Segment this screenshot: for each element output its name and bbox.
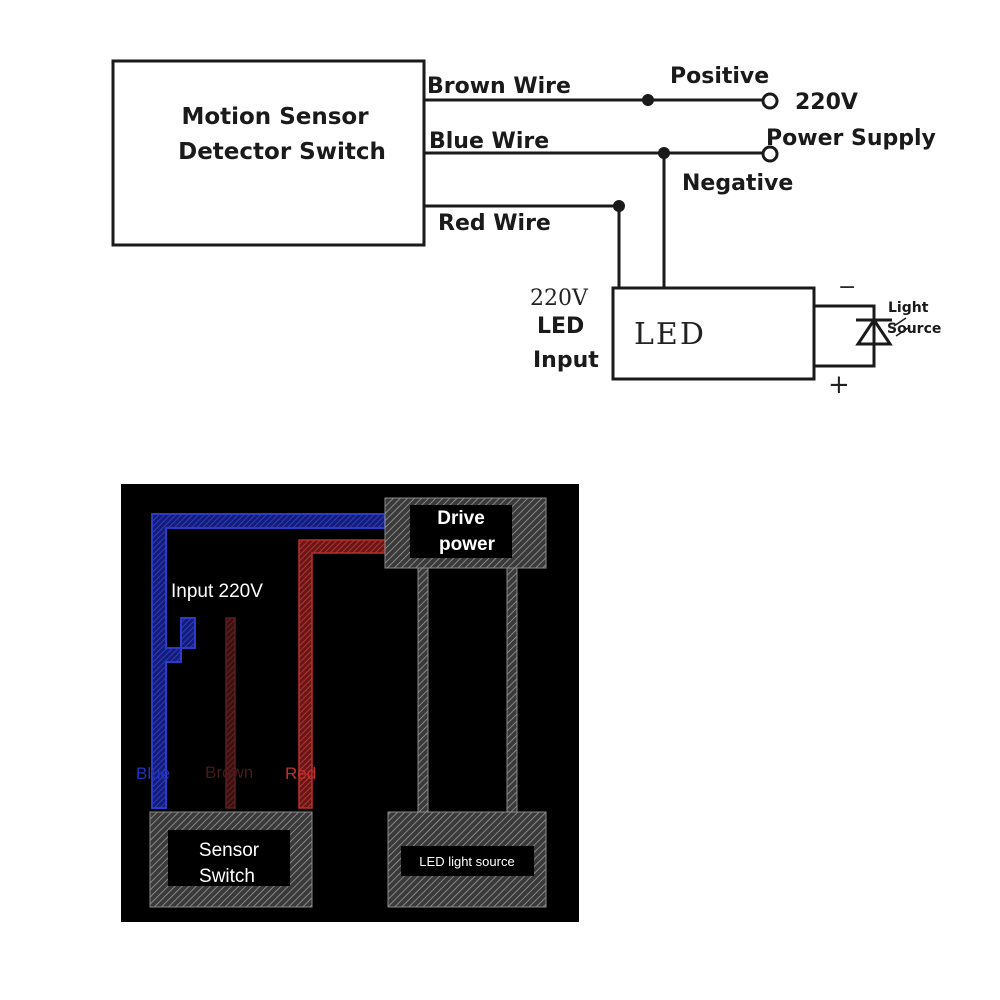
led-input-line2: Input (533, 348, 599, 373)
positive-terminal (761, 92, 779, 110)
sensor-box-line2: Detector Switch (178, 139, 386, 165)
blue-wire-label: Blue Wire (429, 129, 549, 154)
negative-terminal (761, 145, 779, 163)
brown-wire-trace (225, 617, 236, 809)
light-source-line1: Light (888, 300, 929, 316)
blue-wire-tag: Blue (136, 764, 170, 783)
light-source-loop (814, 304, 876, 368)
voltage-label: 220V (795, 90, 858, 115)
led-input-voltage: 220V (530, 286, 589, 311)
led-box-label: LED (634, 317, 706, 352)
led-light-source-label: LED light source (419, 854, 514, 869)
led-box (611, 286, 816, 381)
red-wire-tag: Red (285, 764, 316, 783)
input-220v-label: Input 220V (171, 581, 263, 602)
led-light-source-label-bg (401, 846, 534, 876)
diode-icon (855, 317, 909, 346)
sensor-switch-line1: Sensor (199, 840, 260, 861)
motion-sensor-box (111, 59, 426, 247)
led-lead-left (417, 567, 429, 813)
sensor-switch-line2: Switch (199, 866, 255, 887)
light-source-line2: Source (887, 321, 941, 337)
brown-wire-label: Brown Wire (427, 74, 571, 99)
sensor-box-line1: Motion Sensor (181, 104, 369, 130)
led-input-line1: LED (537, 314, 584, 339)
negative-junction (658, 147, 670, 159)
sensor-switch-label-bg (168, 830, 290, 886)
brown-wire-tag: Brown (205, 763, 253, 782)
led-lead-right (506, 567, 518, 813)
light-minus-sign: − (838, 275, 856, 300)
positive-label: Positive (670, 64, 769, 89)
red-wire-label: Red Wire (438, 211, 551, 236)
power-supply-label: Power Supply (766, 126, 936, 151)
drive-power-line1: Drive (437, 508, 485, 529)
red-junction (613, 200, 625, 212)
bottom-wiring-panel: Drive power Input 220V Blue Brown Red Se… (121, 484, 579, 922)
drive-power-label-bg (410, 505, 512, 558)
drive-power-line2: power (439, 534, 496, 555)
light-plus-sign: + (828, 370, 850, 400)
negative-label: Negative (682, 171, 793, 196)
top-schematic: Motion Sensor Detector Switch Brown Wire… (111, 59, 941, 400)
positive-junction (642, 94, 654, 106)
